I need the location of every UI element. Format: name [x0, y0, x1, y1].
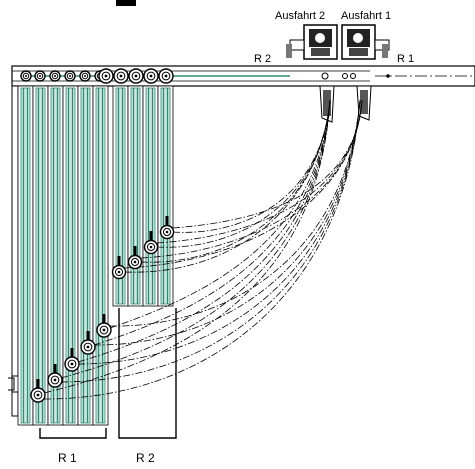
panel-r1	[92, 85, 109, 426]
hinge-stem	[149, 231, 153, 240]
swing-arc	[172, 99, 331, 233]
swing-paths	[43, 99, 363, 400]
pivot-r2	[111, 264, 127, 280]
swing-arc	[60, 99, 361, 383]
panel-r2	[127, 85, 144, 307]
panel-r1	[32, 85, 49, 426]
pivot-r1	[30, 387, 46, 403]
hinge-stem	[86, 331, 90, 340]
hinge-stem	[53, 364, 57, 373]
pivot-r1	[47, 372, 63, 388]
swing-arc	[140, 99, 331, 263]
pivot-r1	[96, 322, 112, 338]
hinge-stem	[36, 379, 40, 388]
panel-group-r2	[112, 85, 174, 307]
swing-arc	[60, 99, 331, 379]
exit-1-mechanism	[341, 24, 390, 60]
r1-bracket	[39, 428, 107, 439]
r1-top-label: R 1	[397, 53, 414, 65]
hinge-stem	[133, 246, 137, 255]
swing-arc	[93, 99, 331, 346]
pivot-r2	[159, 224, 175, 240]
track-roller	[20, 70, 32, 82]
swing-arc	[109, 99, 361, 327]
r1-bottom-label: R 1	[58, 451, 77, 465]
exit-2-mechanism	[286, 24, 338, 60]
track-roller	[79, 70, 91, 82]
r2-bottom-label: R 2	[136, 451, 155, 465]
swing-arc	[93, 99, 361, 346]
track-roller	[113, 68, 129, 84]
track-roller	[128, 68, 144, 84]
track-roller	[64, 70, 76, 82]
r2-top-label: R 2	[254, 53, 271, 65]
panel-r2	[142, 85, 159, 307]
swing-arc	[77, 99, 331, 363]
swing-arc	[156, 99, 331, 248]
panel-r2	[157, 85, 174, 307]
top-header-fragment	[116, 0, 136, 6]
panel-group-r1	[17, 85, 109, 426]
hinge-stem	[117, 256, 121, 265]
exit-1-label: Ausfahrt 1	[341, 10, 391, 22]
hinge-stem	[70, 348, 74, 357]
swing-arc	[77, 99, 361, 365]
pivot-r2	[143, 239, 159, 255]
panel-r1	[77, 85, 94, 426]
track-roller	[49, 70, 61, 82]
pivot-r1	[80, 339, 96, 355]
pivot-r2	[127, 254, 143, 270]
panel-r1	[47, 85, 64, 426]
r2-bracket	[118, 308, 177, 439]
track-rollers	[20, 68, 174, 84]
pivot-r1	[64, 356, 80, 372]
track-roller	[143, 68, 159, 84]
track-roller	[34, 70, 46, 82]
panel-pivots	[30, 216, 175, 403]
exit-2-label: Ausfahrt 2	[275, 10, 325, 22]
panel-r1	[17, 85, 34, 426]
track-roller	[98, 68, 114, 84]
swing-arc	[172, 99, 363, 229]
swing-arc	[109, 99, 331, 329]
track-roller	[158, 68, 174, 84]
hinge-stem	[165, 216, 169, 225]
exit-guide-blocks	[319, 85, 372, 123]
hinge-stem	[102, 314, 106, 323]
swing-arc	[140, 99, 363, 259]
swing-arc	[43, 99, 361, 400]
